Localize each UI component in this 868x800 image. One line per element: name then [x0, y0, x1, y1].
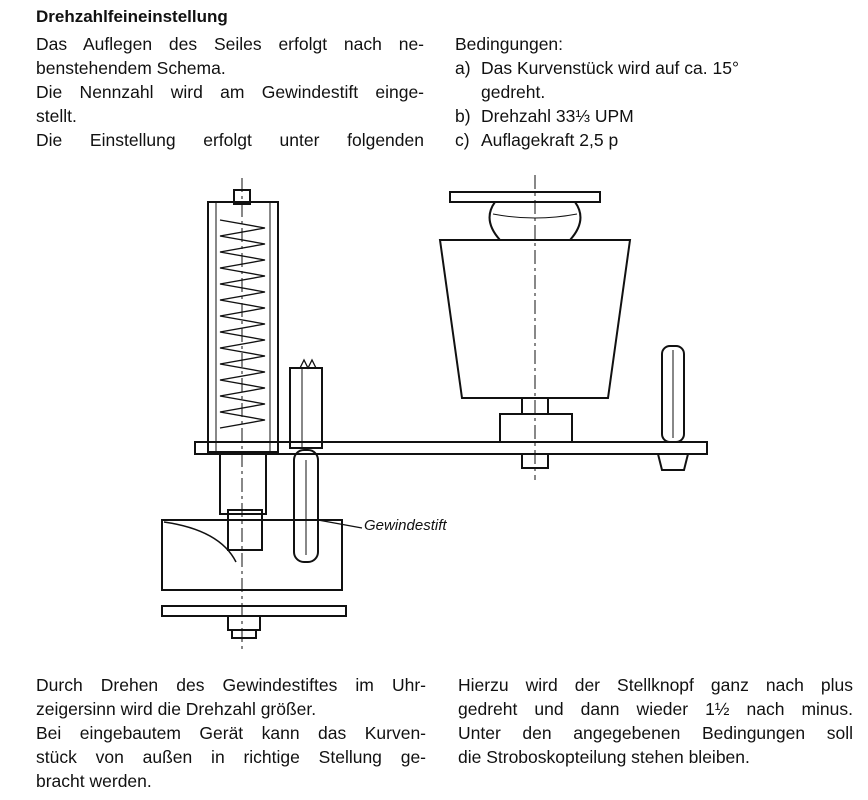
label-leader [317, 519, 363, 529]
condition-label: c) [455, 130, 470, 150]
paragraph-line: gedreht und dann wieder 1½ nach minus. [458, 699, 853, 719]
paragraph-line: stück von außen in richtige Stellung ge- [36, 747, 426, 767]
condition-item-b: b) Drehzahl 33⅓ UPM [455, 104, 815, 128]
bottom-left-paragraph: Durch Drehen des Gewindestiftes im Uhr- … [36, 673, 426, 793]
conditions-heading: Bedingungen: [455, 34, 564, 54]
gewindestift-stud [289, 358, 323, 563]
right-pin [657, 345, 689, 471]
paragraph-line: die Stroboskopteilung stehen bleiben. [458, 747, 750, 767]
condition-item-a: a) Das Kurvenstück wird auf ca. 15° gedr… [455, 56, 815, 104]
intro-line: Das Auflegen des Seiles erfolgt nach ne- [36, 34, 424, 54]
condition-text: Das Kurvenstück wird auf ca. 15° [481, 58, 739, 78]
paragraph-line: Unter den angegebenen Bedingungen soll [458, 723, 853, 743]
cam-piece [161, 453, 347, 639]
paragraph-line: bracht werden. [36, 771, 152, 791]
paragraph-line: Bei eingebautem Gerät kann das Kurven- [36, 723, 426, 743]
intro-line: Die Nennzahl wird am Gewindestift einge- [36, 82, 424, 102]
conditions-list: Bedingungen: a) Das Kurvenstück wird auf… [455, 32, 815, 152]
mechanism-diagram [161, 175, 708, 650]
gewindestift-label: Gewindestift [364, 517, 447, 534]
platter-assembly [438, 191, 632, 469]
mounting-plate [194, 441, 708, 455]
section-title: Drehzahlfeineinstellung [36, 7, 228, 26]
condition-text: gedreht. [481, 82, 546, 102]
condition-label: b) [455, 106, 471, 126]
intro-line: Die Einstellung erfolgt unter folgenden [36, 130, 424, 150]
paragraph-line: Hierzu wird der Stellknopf ganz nach plu… [458, 675, 853, 695]
bottom-right-paragraph: Hierzu wird der Stellknopf ganz nach plu… [458, 673, 853, 769]
intro-paragraph: Das Auflegen des Seiles erfolgt nach ne-… [36, 32, 424, 152]
condition-item-c: c) Auflagekraft 2,5 p [455, 128, 815, 152]
condition-text: Drehzahl 33⅓ UPM [481, 106, 634, 126]
paragraph-line: zeigersinn wird die Drehzahl größer. [36, 699, 317, 719]
paragraph-line: Durch Drehen des Gewindestiftes im Uhr- [36, 675, 426, 695]
condition-text: Auflagekraft 2,5 p [481, 130, 619, 150]
intro-line: benstehendem Schema. [36, 58, 226, 78]
condition-label: a) [455, 58, 471, 78]
intro-line: stellt. [36, 106, 77, 126]
spring-housing [207, 189, 279, 453]
